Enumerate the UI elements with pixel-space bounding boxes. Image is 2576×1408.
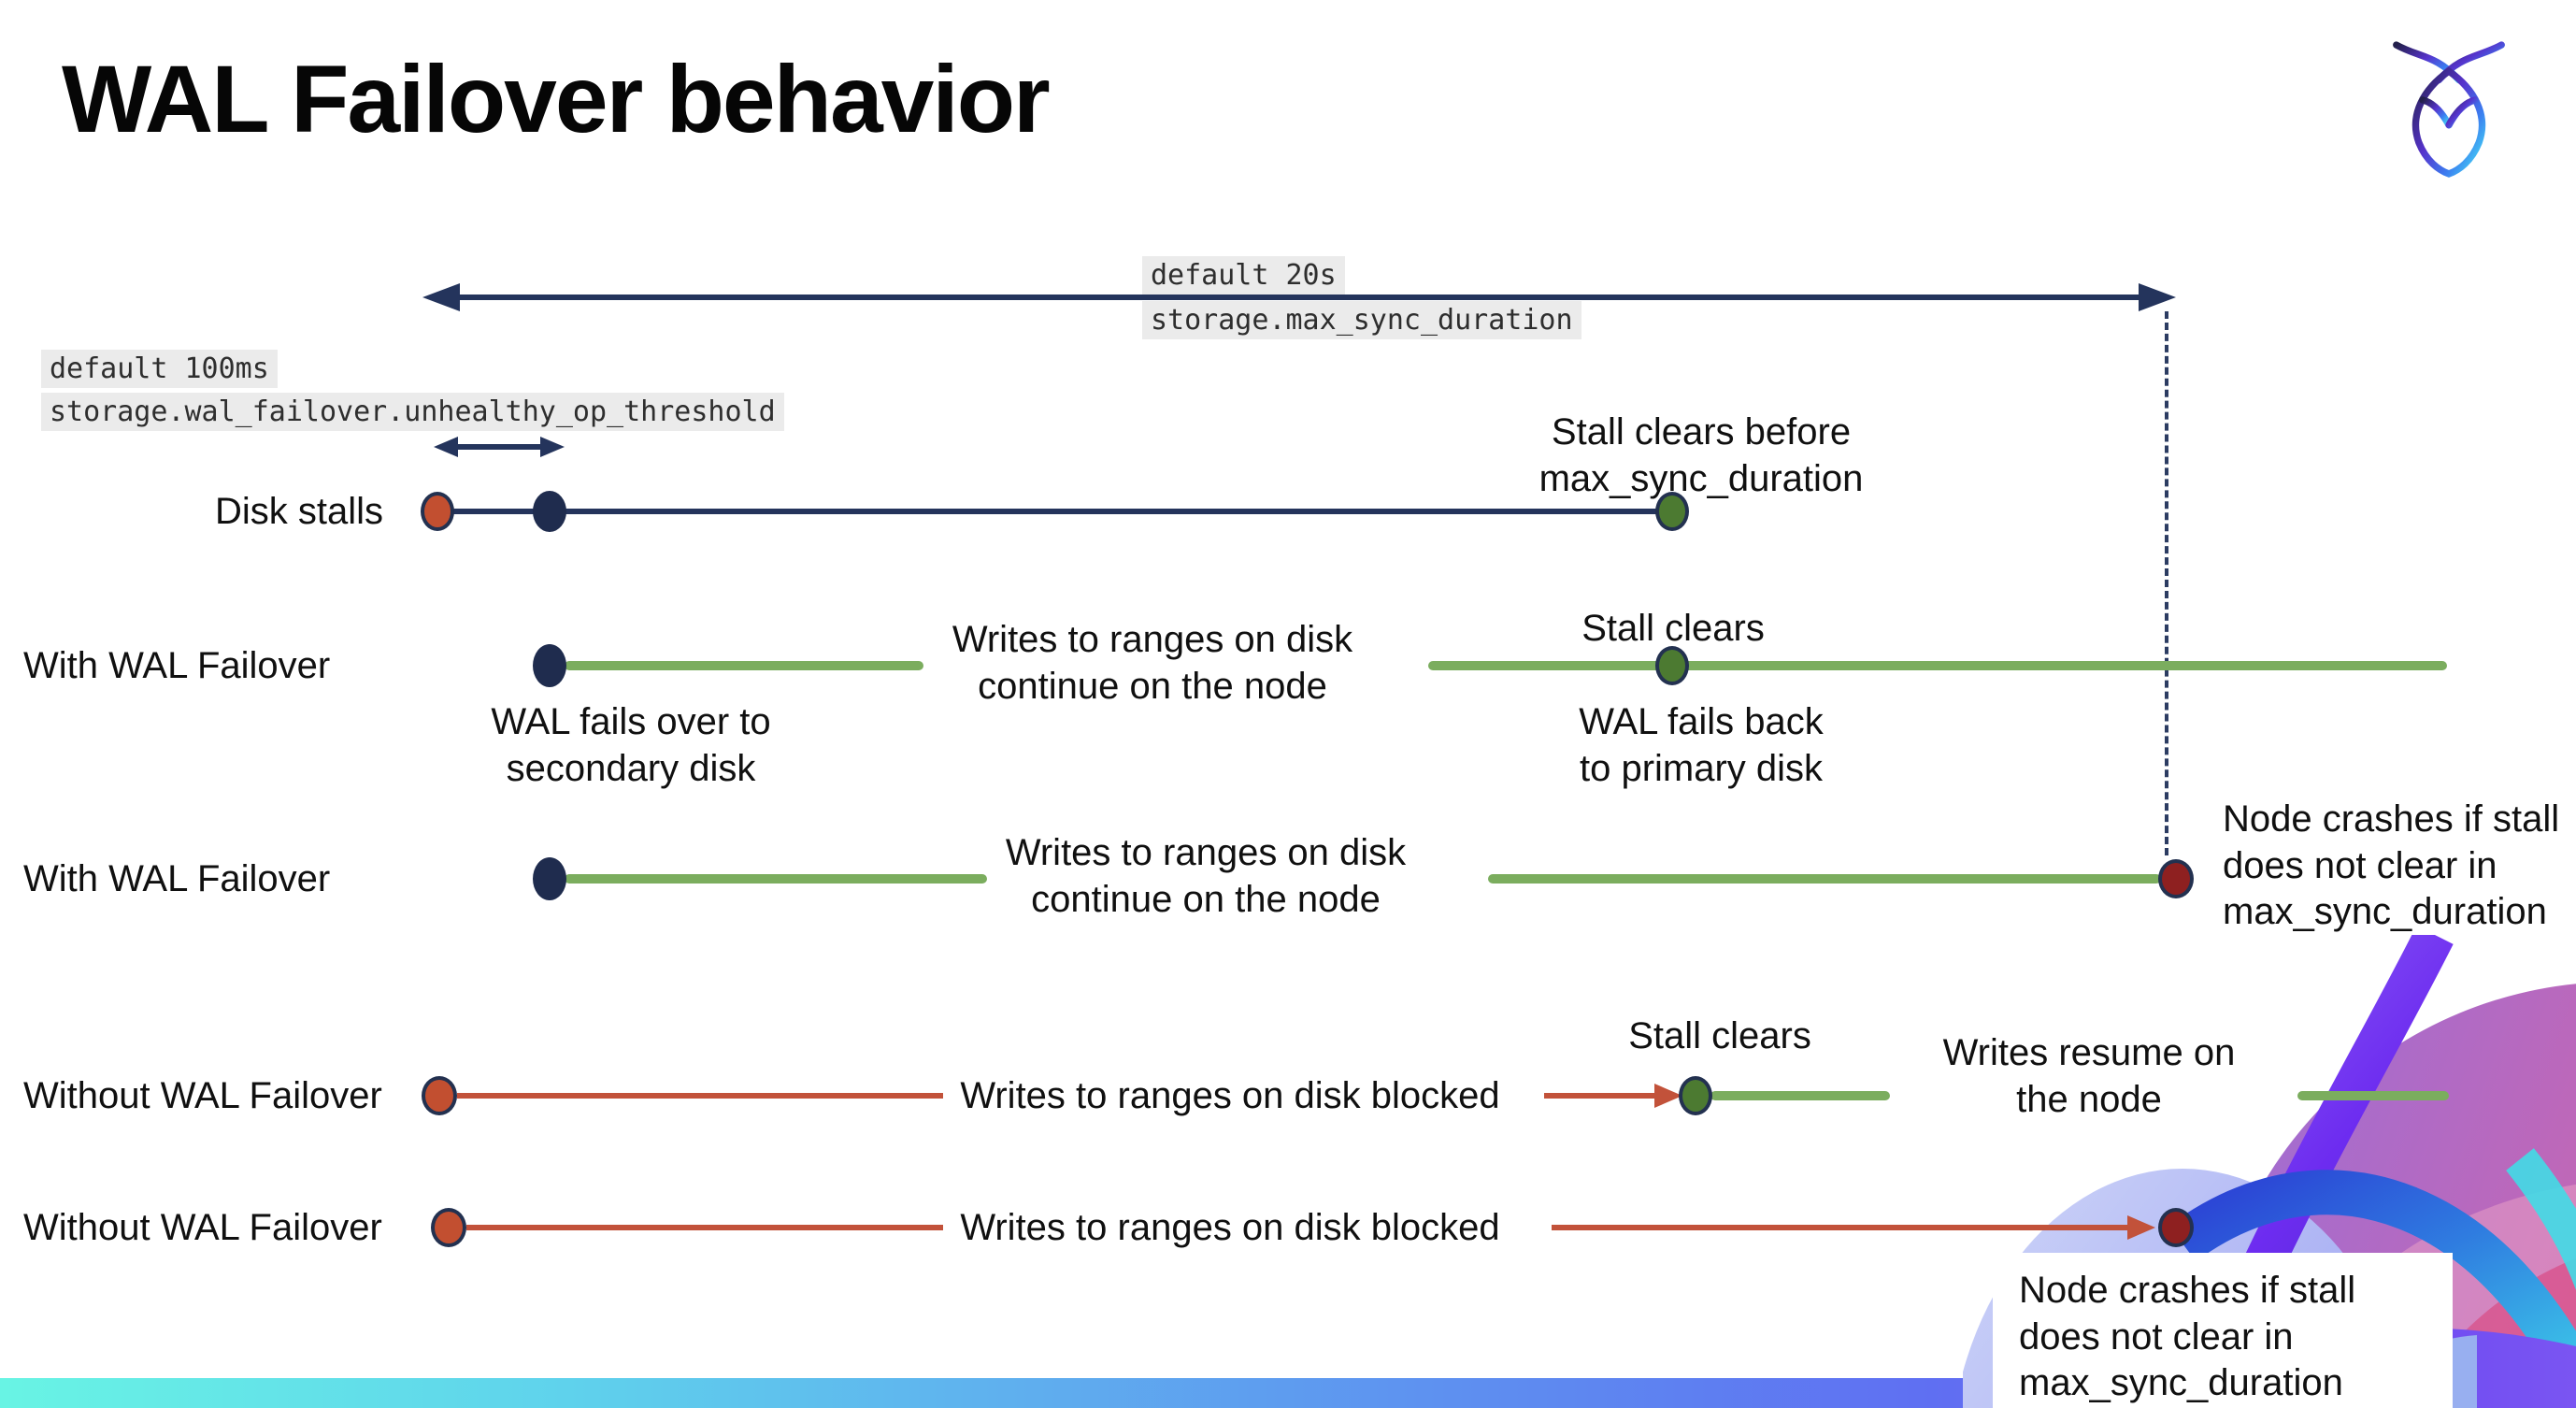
green-line-row2-a — [565, 661, 923, 670]
green-line-row3-b — [1488, 874, 2161, 884]
green-line-row4-a — [1710, 1091, 1890, 1100]
stall-dot-row5 — [431, 1208, 466, 1247]
cockroachdb-logo-icon — [2393, 41, 2505, 178]
failover-dot-row3 — [533, 857, 566, 900]
row-label-with-wal-1: With WAL Failover — [23, 645, 331, 686]
threshold-default-label: default 100ms — [41, 350, 278, 388]
threshold-setting-name: storage.wal_failover.unhealthy_op_thresh… — [41, 393, 784, 431]
note-writes-blocked-row4: Writes to ranges on disk blocked — [960, 1075, 1500, 1116]
failover-dot-row2 — [533, 644, 566, 687]
threshold-arrow-right-head — [540, 437, 565, 457]
row-label-without-wal-1: Without WAL Failover — [23, 1075, 382, 1116]
failover-threshold-dot — [533, 491, 566, 532]
green-line-row2-b — [1428, 661, 2447, 670]
row-label-without-wal-2: Without WAL Failover — [23, 1207, 382, 1248]
red-line-row4-b — [1544, 1093, 1658, 1099]
max-sync-deadline-dashed-line — [2165, 311, 2168, 855]
note-wal-fails-back: WAL fails back to primary disk — [1579, 701, 1824, 789]
red-line-row5-b — [1552, 1225, 2131, 1230]
red-line-row5-a — [466, 1225, 943, 1230]
node-crashes-callout-box: Node crashes if stall does not clear in … — [1993, 1253, 2453, 1408]
threshold-arrow-line — [454, 444, 544, 450]
red-arrow-head-row4 — [1654, 1084, 1682, 1108]
row-label-with-wal-2: With WAL Failover — [23, 858, 331, 899]
max-sync-default-label: default 20s — [1142, 256, 1345, 295]
stall-clears-dot-row4 — [1679, 1076, 1712, 1115]
note-node-crashes-row5: Node crashes if stall does not clear in … — [2019, 1270, 2356, 1404]
green-line-row3-a — [565, 874, 987, 884]
max-sync-setting-name: storage.max_sync_duration — [1142, 301, 1581, 339]
red-arrow-head-row5 — [2127, 1215, 2155, 1240]
red-line-row4-a — [457, 1093, 943, 1099]
row-label-disk-stalls: Disk stalls — [214, 491, 383, 532]
stall-clears-dot-row1 — [1655, 492, 1689, 531]
note-node-crashes-row3: Node crashes if stall does not clear in … — [2223, 798, 2560, 933]
node-crash-dot-row5 — [2158, 1208, 2194, 1247]
node-crash-dot-row3 — [2158, 859, 2194, 898]
disk-stall-start-dot — [421, 492, 454, 531]
note-stall-clears-before: Stall clears before max_sync_duration — [1538, 411, 1864, 499]
note-stall-clears-row2: Stall clears — [1581, 608, 1765, 649]
disk-stall-timeline — [439, 509, 1673, 514]
green-line-row4-b — [2297, 1091, 2449, 1100]
note-writes-continue-row2: Writes to ranges on disk continue on the… — [952, 619, 1353, 707]
span-arrow-right-head — [2139, 283, 2176, 311]
note-writes-resume: Writes resume on the node — [1942, 1032, 2236, 1120]
note-writes-blocked-row5: Writes to ranges on disk blocked — [960, 1207, 1500, 1248]
page-title: WAL Failover behavior — [62, 46, 1051, 152]
threshold-arrow-left-head — [434, 437, 458, 457]
span-arrow-line — [447, 295, 2167, 300]
note-stall-clears-row4: Stall clears — [1628, 1015, 1811, 1056]
stall-dot-row4 — [422, 1076, 457, 1115]
note-writes-continue-row3: Writes to ranges on disk continue on the… — [1005, 832, 1407, 920]
note-wal-fails-over: WAL fails over to secondary disk — [491, 701, 771, 789]
stall-clears-dot-row2 — [1655, 646, 1689, 685]
